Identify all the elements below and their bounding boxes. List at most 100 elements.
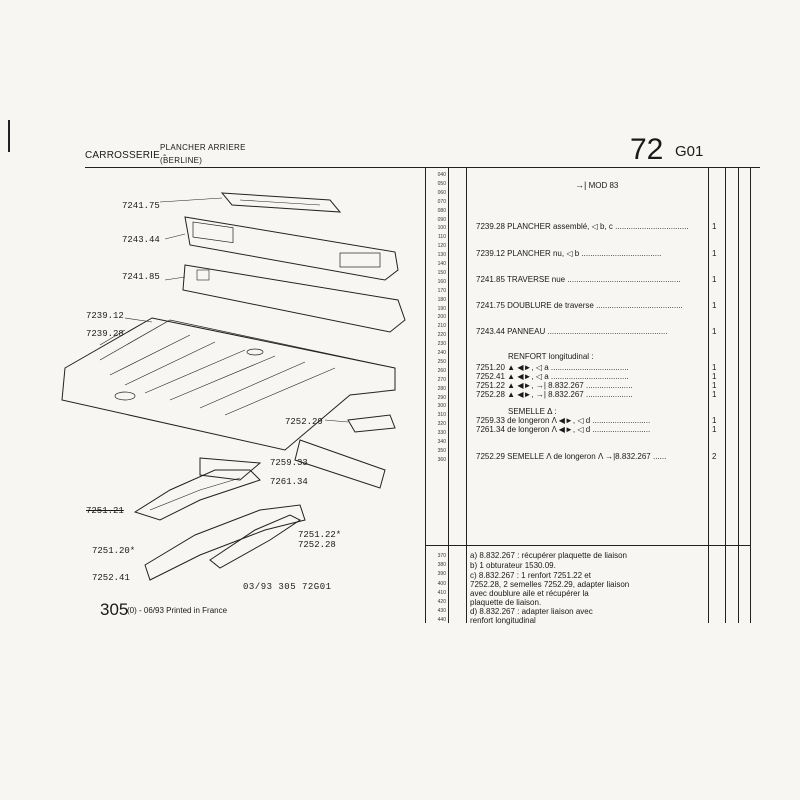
row-number: 410: [437, 589, 446, 596]
part-renfort-7251-20: [144, 504, 306, 581]
row-number: 070: [437, 198, 446, 205]
footer-page: 305: [100, 600, 129, 619]
row-number: 200: [437, 314, 446, 321]
part-row: 7241.85 TRAVERSE nue ...................…: [476, 275, 681, 284]
row-number: 040: [437, 172, 446, 178]
renfort-icon: ▲: [507, 381, 516, 390]
renfort-qty: 1: [712, 363, 717, 372]
row-number: 400: [437, 580, 446, 587]
diagram-label: 7241.75: [122, 201, 160, 211]
diagram-label: 7251.20*: [92, 546, 136, 556]
part-semelle-7261-34: [294, 439, 386, 489]
table-col-line-3: [708, 168, 709, 623]
part-row: 7241.75 DOUBLURE de traverse ...........…: [476, 301, 683, 310]
part-semelle-7259-33: [199, 457, 262, 481]
mod-note: →| MOD 83: [575, 180, 619, 190]
note-line: d) 8.832.267 : adapter liaison avec: [470, 607, 593, 616]
row-number: 380: [437, 562, 446, 569]
diagram-label: 7252.29: [285, 417, 323, 427]
arrow-mark-icon: ◁: [535, 363, 542, 372]
semelle-qty: 1: [712, 425, 717, 434]
arrow-mark-icon: ◁: [566, 249, 573, 258]
row-number: 360: [437, 456, 446, 463]
row-number: 430: [437, 608, 446, 615]
row-number: 280: [437, 385, 446, 392]
row-number: 150: [437, 269, 446, 276]
margin-mark: [8, 120, 10, 152]
diagram-label: 7252.41: [92, 573, 130, 583]
arrow-mark-icon: ◀►: [517, 390, 532, 399]
row-number: 370: [437, 553, 446, 559]
row-number: 130: [437, 252, 446, 259]
note-line: a) 8.832.267 : récupérer plaquette de li…: [470, 551, 627, 560]
table-col-line-1: [448, 168, 449, 623]
row-number: 110: [438, 234, 446, 241]
row-number: 180: [437, 296, 446, 303]
renfort-qty: 1: [712, 381, 717, 390]
row-number: 330: [437, 430, 446, 437]
arrow-mark-icon: ◀►: [517, 372, 532, 381]
diagram-label: 7251.21: [86, 506, 124, 516]
diagram-label: 7239.12: [86, 311, 124, 321]
arrow-mark-icon: →|: [605, 452, 616, 461]
renfort-title: RENFORT longitudinal :: [508, 352, 594, 361]
renfort-qty: 1: [712, 390, 717, 399]
semelle-mark-icon: Δ: [547, 407, 553, 416]
row-number: 290: [437, 394, 446, 401]
row-number: 270: [437, 376, 446, 383]
part-qty: 1: [712, 301, 717, 310]
row-number: 240: [437, 350, 446, 356]
row-number: 190: [437, 305, 446, 312]
semelle-title: SEMELLE Δ :: [508, 407, 557, 416]
renfort-qty: 1: [712, 372, 717, 381]
note-line: plaquette de liaison.: [470, 598, 542, 607]
footer-code: 03/93 305 72G01: [243, 582, 332, 592]
renfort-icon: ▲: [507, 390, 516, 399]
row-number: 300: [437, 403, 446, 410]
table-col-line-6: [750, 168, 751, 623]
semelle-row: 7259.33 de longeron Λ ◀►, ◁ d ..........…: [476, 416, 651, 425]
row-number: 250: [437, 358, 446, 365]
row-number: 420: [437, 599, 446, 605]
part-traverse-7241-85: [182, 264, 406, 333]
row-number: 170: [437, 287, 446, 294]
row-number: 090: [437, 216, 446, 223]
part-plancher-7239: [61, 317, 396, 451]
row-number: 060: [437, 189, 446, 196]
renfort-icon: ▲: [507, 372, 516, 381]
part-doublure-7241-75: [220, 192, 342, 213]
header-subtitle-1: PLANCHER ARRIERE: [160, 143, 246, 152]
row-number: 230: [437, 341, 446, 348]
table-col-line-2: [466, 168, 467, 623]
row-number: 210: [437, 323, 446, 330]
arrow-mark-icon: ◀►: [517, 381, 532, 390]
header-rule: [85, 167, 760, 168]
note-line: b) 1 obturateur 1530.09.: [470, 561, 556, 570]
note-line: renfort longitudinal: [470, 616, 536, 625]
row-number: 100: [437, 225, 446, 232]
renfort-row: 7251.22 ▲ ◀►, →| 8.832.267 .............…: [476, 381, 633, 390]
diagram-label: 7243.44: [122, 235, 160, 245]
part-qty: 1: [712, 222, 717, 231]
diagram-label: 7252.28: [298, 540, 336, 550]
semelle-qty: 1: [712, 416, 717, 425]
diagram-label: 7259.33: [270, 458, 308, 468]
header-category: CARROSSERIE -: [85, 150, 167, 161]
table-col-line-5: [738, 168, 739, 623]
note-line: 7252.28, 2 semelles 7252.29, adapter lia…: [470, 580, 630, 589]
row-number: 080: [437, 207, 446, 214]
renfort-row: 7251.20 ▲ ◀►, ◁ a ......................…: [476, 363, 629, 372]
row-number: 140: [437, 261, 446, 267]
part-row: 7243.44 PANNEAU ........................…: [476, 327, 668, 336]
part-row: 7239.28 PLANCHER assemblé, ◁ b, c ......…: [476, 222, 689, 231]
diagram-label: 7241.85: [122, 272, 160, 282]
diagram-label: 7239.28: [86, 329, 124, 339]
row-number: 310: [437, 412, 446, 419]
part-qty: 1: [712, 275, 717, 284]
diagram-label: 7251.22*: [298, 530, 342, 540]
row-number: 390: [437, 571, 446, 578]
part-qty: 1: [712, 327, 717, 336]
arrow-mark-icon: ◀►: [558, 425, 573, 434]
semelle-mark-icon: Λ: [546, 452, 552, 461]
note-line: avec doublure aile et récupérer la: [470, 589, 589, 598]
